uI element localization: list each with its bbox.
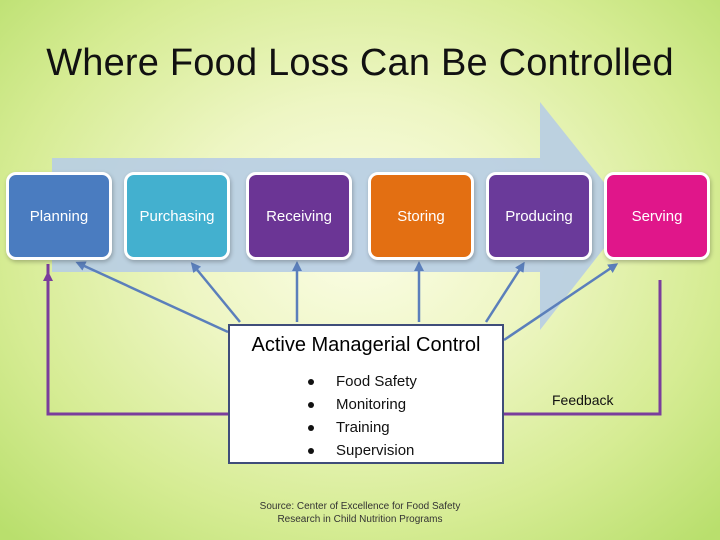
connector-arrow <box>190 262 241 323</box>
list-item: Food Safety <box>308 370 417 393</box>
stage-label: Serving <box>631 207 683 225</box>
connector-arrow <box>75 261 229 334</box>
stage-purchasing: Purchasing <box>124 172 230 260</box>
stage-label: Planning <box>29 207 89 225</box>
stage-planning: Planning <box>6 172 112 260</box>
stage-receiving: Receiving <box>246 172 352 260</box>
feedback-label: Feedback <box>552 392 614 408</box>
list-item: Training <box>308 416 417 439</box>
stage-storing: Storing <box>368 172 474 260</box>
control-box-title: Active Managerial Control <box>251 334 481 356</box>
stage-label: Producing <box>505 207 573 225</box>
control-items-list: Food Safety Monitoring Training Supervis… <box>308 370 417 462</box>
active-managerial-control-box: Active Managerial Control Food Safety Mo… <box>228 324 504 464</box>
stage-label: Storing <box>397 207 445 225</box>
page-title: Where Food Loss Can Be Controlled <box>46 42 674 84</box>
stage-producing: Producing <box>486 172 592 260</box>
stage-serving: Serving <box>604 172 710 260</box>
list-item: Supervision <box>308 439 417 462</box>
connector-arrow <box>484 261 525 323</box>
stage-label: Purchasing <box>139 207 215 225</box>
connector-arrow <box>503 263 619 342</box>
stage-label: Receiving <box>266 207 332 225</box>
source-citation: Source: Center of Excellence for Food Sa… <box>259 501 461 525</box>
list-item: Monitoring <box>308 393 417 416</box>
